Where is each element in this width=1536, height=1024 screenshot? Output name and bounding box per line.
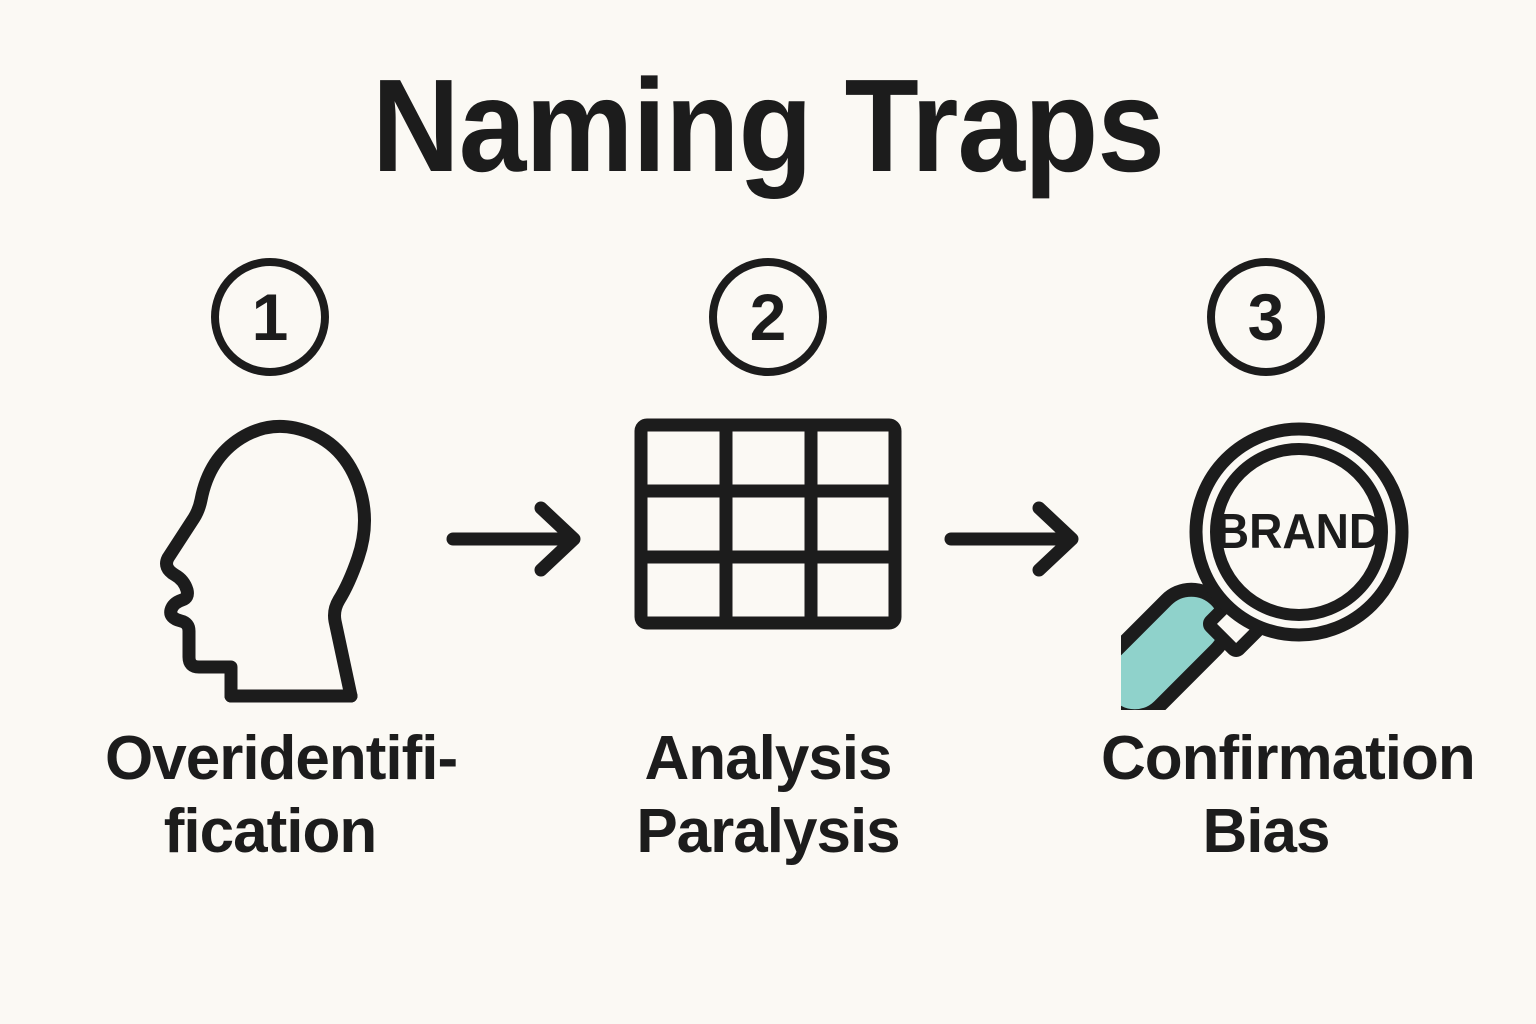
lens-brand-label: BRAND xyxy=(1216,505,1382,560)
step-number-badge-2: 2 xyxy=(709,258,827,376)
steps-row: 1 2 xyxy=(0,258,1536,728)
caption-line-3a: Confirmation xyxy=(1101,724,1476,793)
step-3: 3 BRAND xyxy=(1101,258,1431,710)
step-icon-1 xyxy=(155,418,385,708)
page-title: Naming Traps xyxy=(371,52,1165,199)
step-number-badge-3: 3 xyxy=(1207,258,1325,376)
step-number-badge-1: 1 xyxy=(211,258,329,376)
arrow-right-icon xyxy=(446,501,581,577)
step-2: 2 xyxy=(603,258,933,708)
step-icon-2 xyxy=(634,418,902,708)
caption-line-1b: fication xyxy=(163,797,377,867)
arrow-right-icon xyxy=(944,501,1079,577)
connector-2 xyxy=(933,258,1101,728)
magnifier-inner-ring xyxy=(1210,443,1388,621)
step-1: 1 xyxy=(105,258,435,708)
head-profile-icon xyxy=(160,419,371,703)
caption-line-3b: Bias xyxy=(1202,797,1331,867)
step-number-1: 1 xyxy=(251,280,289,354)
step-caption-1: Overidentifi- fication xyxy=(105,722,458,868)
caption-line-2b: Paralysis xyxy=(636,797,900,867)
magnifier-brand-icon: BRAND xyxy=(1121,422,1409,710)
step-caption-2: Analysis Paralysis xyxy=(603,722,933,868)
caption-line-1a: Overidentifi- xyxy=(105,724,458,793)
step-caption-3: Confirmation Bias xyxy=(1101,722,1476,868)
caption-line-2a: Analysis xyxy=(644,724,892,793)
step-icon-3: BRAND xyxy=(1121,418,1411,710)
step-number-2: 2 xyxy=(749,280,787,354)
captions-row: Overidentifi- fication Analysis Paralysi… xyxy=(0,722,1536,868)
connector-1 xyxy=(435,258,603,728)
grid-table-icon xyxy=(634,418,902,630)
step-number-3: 3 xyxy=(1247,280,1285,354)
